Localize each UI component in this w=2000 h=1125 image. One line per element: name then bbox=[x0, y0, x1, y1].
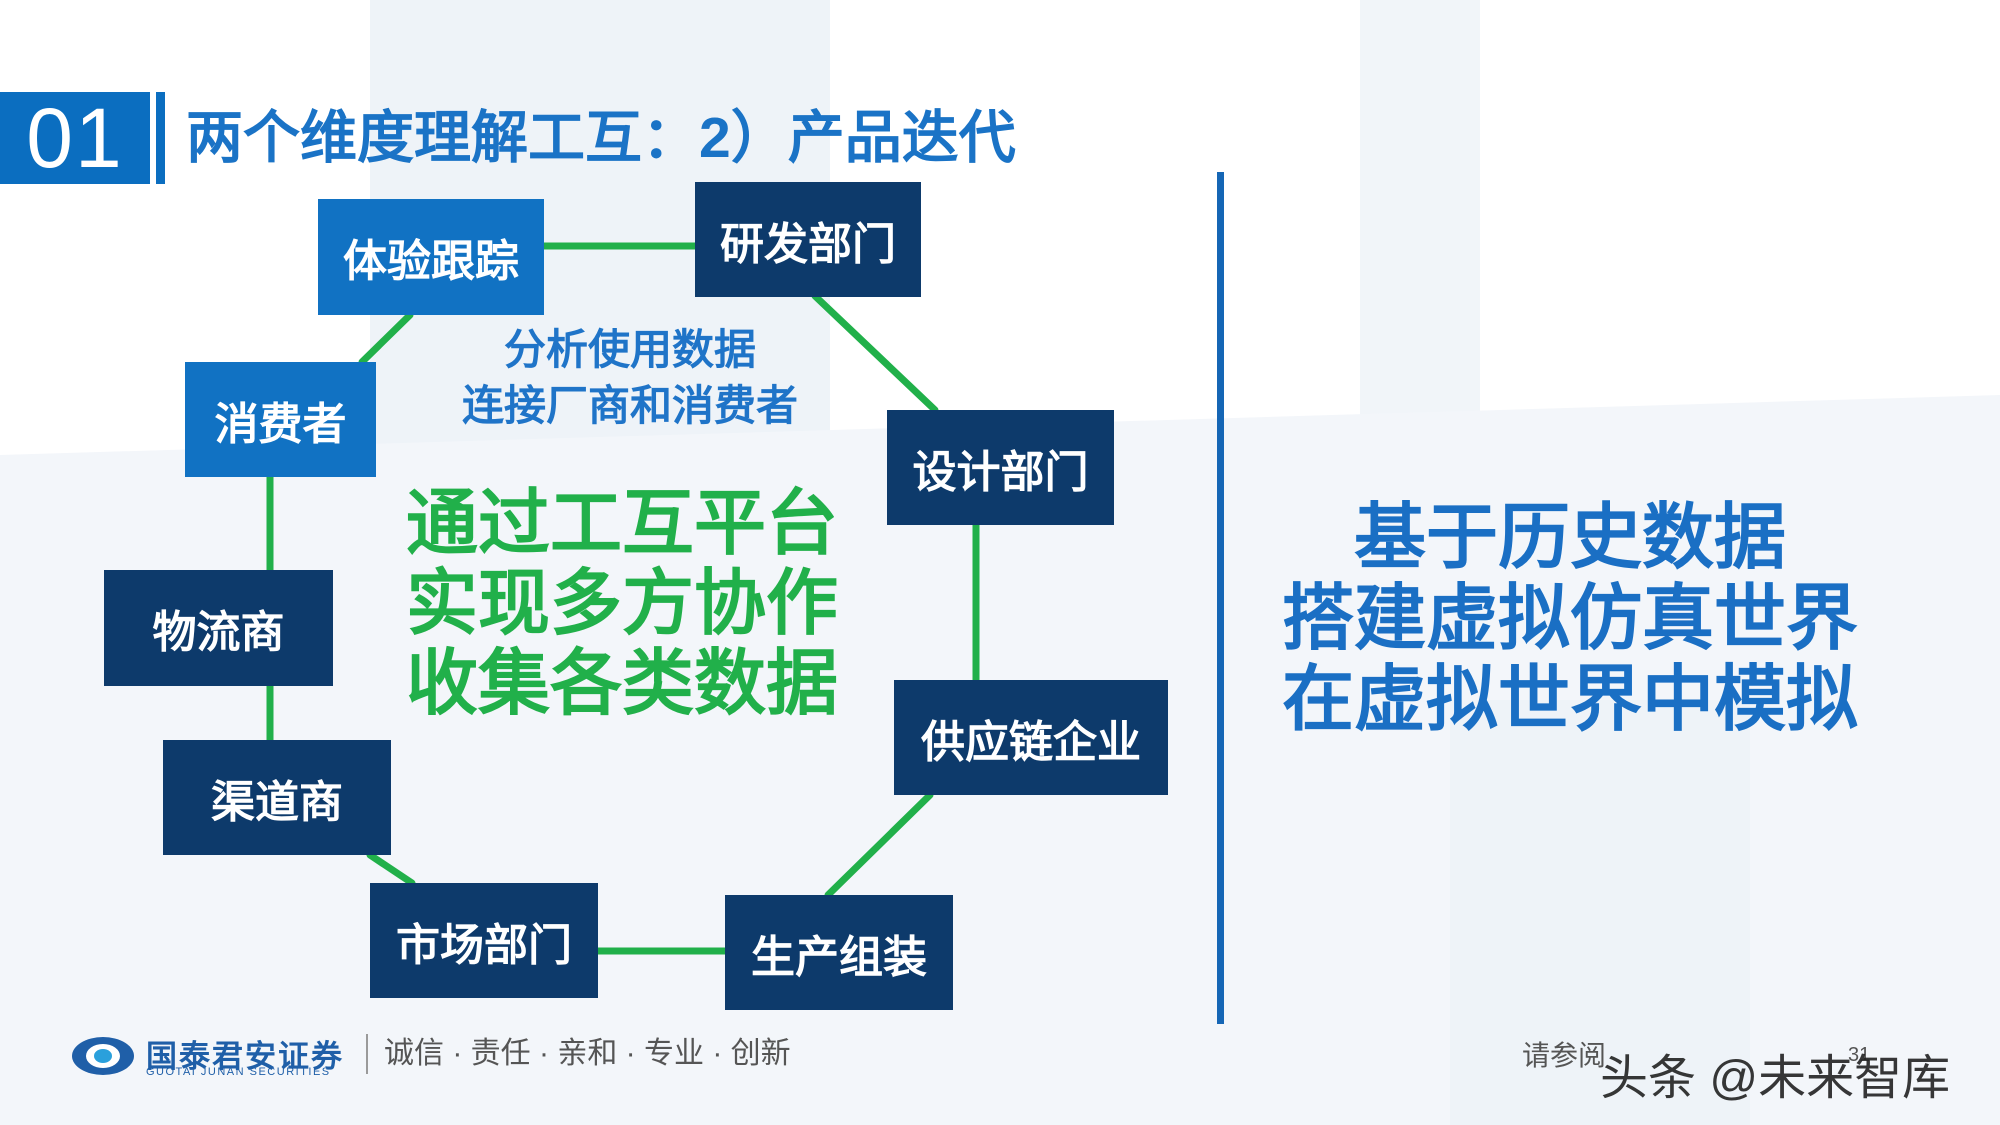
company-logo-icon bbox=[72, 1037, 134, 1075]
node-experience-tracking: 体验跟踪 bbox=[318, 199, 544, 315]
right-summary: 基于历史数据 搭建虚拟仿真世界 在虚拟世界中模拟 bbox=[1250, 498, 1890, 741]
footer-divider bbox=[366, 1034, 368, 1074]
right-summary-line-1: 基于历史数据 bbox=[1353, 498, 1786, 578]
vertical-divider bbox=[1217, 172, 1224, 1024]
node-rd-department: 研发部门 bbox=[695, 182, 921, 297]
connector-consumer-tracking bbox=[358, 311, 414, 366]
node-market-department: 市场部门 bbox=[370, 883, 598, 998]
right-summary-line-3: 在虚拟世界中模拟 bbox=[1281, 660, 1858, 740]
company-slogan: 诚信 · 责任 · 亲和 · 专业 · 创新 bbox=[384, 1037, 791, 1070]
connector-supply-production bbox=[824, 791, 934, 899]
title-divider bbox=[156, 92, 165, 184]
center-headline-line-1: 通过工互平台 bbox=[405, 484, 838, 564]
node-production: 生产组装 bbox=[725, 895, 953, 1010]
center-headline: 通过工互平台 实现多方协作 收集各类数据 bbox=[392, 484, 852, 724]
disclaimer-note: 请参阅 bbox=[1522, 1040, 1607, 1071]
company-name-en: GUOTAI JUNAN SECURITIES bbox=[146, 1066, 331, 1078]
center-headline-line-3: 收集各类数据 bbox=[405, 644, 838, 724]
center-caption: 分析使用数据 连接厂商和消费者 bbox=[420, 322, 840, 434]
connector-rd-design bbox=[811, 292, 939, 414]
page-title: 两个维度理解工互：2）产品迭代 bbox=[186, 106, 1016, 170]
node-supply-chain: 供应链企业 bbox=[894, 680, 1168, 795]
watermark: 头条 @未来智库 bbox=[1600, 1052, 1951, 1105]
center-caption-line-1: 分析使用数据 bbox=[503, 326, 756, 373]
center-caption-line-2: 连接厂商和消费者 bbox=[461, 382, 798, 429]
page-number: 31 bbox=[1848, 1044, 1871, 1066]
company-name-cn: 国泰君安证券 bbox=[146, 1039, 344, 1074]
connector-market-channel bbox=[366, 851, 416, 887]
center-headline-line-2: 实现多方协作 bbox=[405, 564, 838, 644]
node-channel: 渠道商 bbox=[163, 740, 391, 855]
node-design-department: 设计部门 bbox=[887, 410, 1114, 525]
node-consumer: 消费者 bbox=[185, 362, 376, 477]
section-number: 01 bbox=[0, 92, 150, 184]
right-summary-line-2: 搭建虚拟仿真世界 bbox=[1281, 579, 1858, 659]
node-logistics: 物流商 bbox=[104, 570, 333, 686]
